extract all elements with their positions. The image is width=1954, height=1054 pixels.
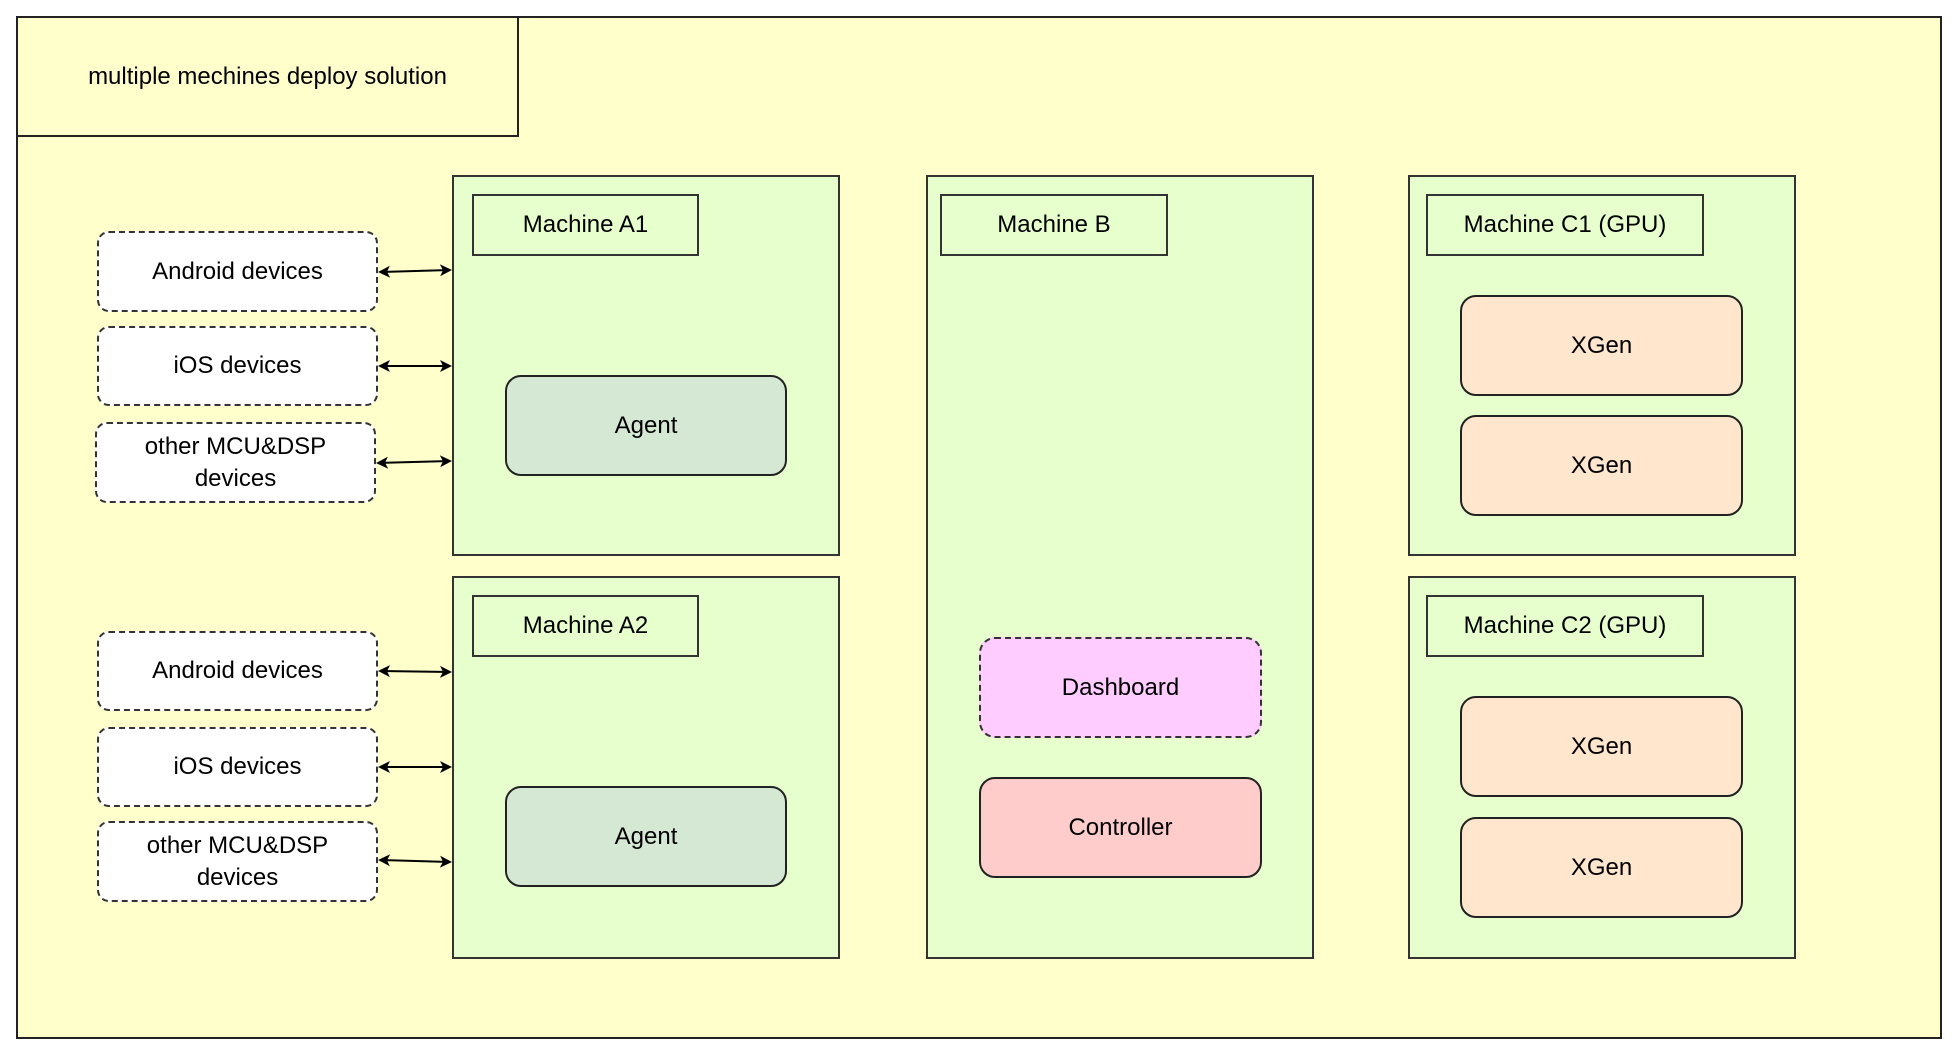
dashboard-node: Dashboard: [979, 637, 1262, 738]
machine-c2-label: Machine C2 (GPU): [1426, 595, 1704, 657]
device-mcu-dsp-a2: other MCU&DSP devices: [97, 821, 378, 902]
machine-a2-label: Machine A2: [472, 595, 699, 657]
arrow-android-a1: [378, 264, 452, 278]
machine-c1-label: Machine C1 (GPU): [1426, 194, 1704, 256]
xgen-c2-1: XGen: [1460, 696, 1743, 797]
agent-a1: Agent: [505, 375, 787, 476]
xgen-c2-2: XGen: [1460, 817, 1743, 918]
device-android-a1: Android devices: [97, 231, 378, 312]
diagram-title: multiple mechines deploy solution: [16, 16, 519, 137]
agent-a2: Agent: [505, 786, 787, 887]
arrow-mcu-dsp-a2: [378, 854, 452, 868]
device-mcu-dsp-a1: other MCU&DSP devices: [95, 422, 376, 503]
xgen-c1-2: XGen: [1460, 415, 1743, 516]
device-ios-a2: iOS devices: [97, 727, 378, 807]
device-android-a2: Android devices: [97, 631, 378, 711]
machine-b-label: Machine B: [940, 194, 1168, 256]
controller-node: Controller: [979, 777, 1262, 878]
device-ios-a1: iOS devices: [97, 326, 378, 406]
xgen-c1-1: XGen: [1460, 295, 1743, 396]
arrow-android-a2: [378, 665, 452, 678]
arrow-mcu-dsp-a1: [376, 455, 452, 469]
machine-a1-label: Machine A1: [472, 194, 699, 256]
